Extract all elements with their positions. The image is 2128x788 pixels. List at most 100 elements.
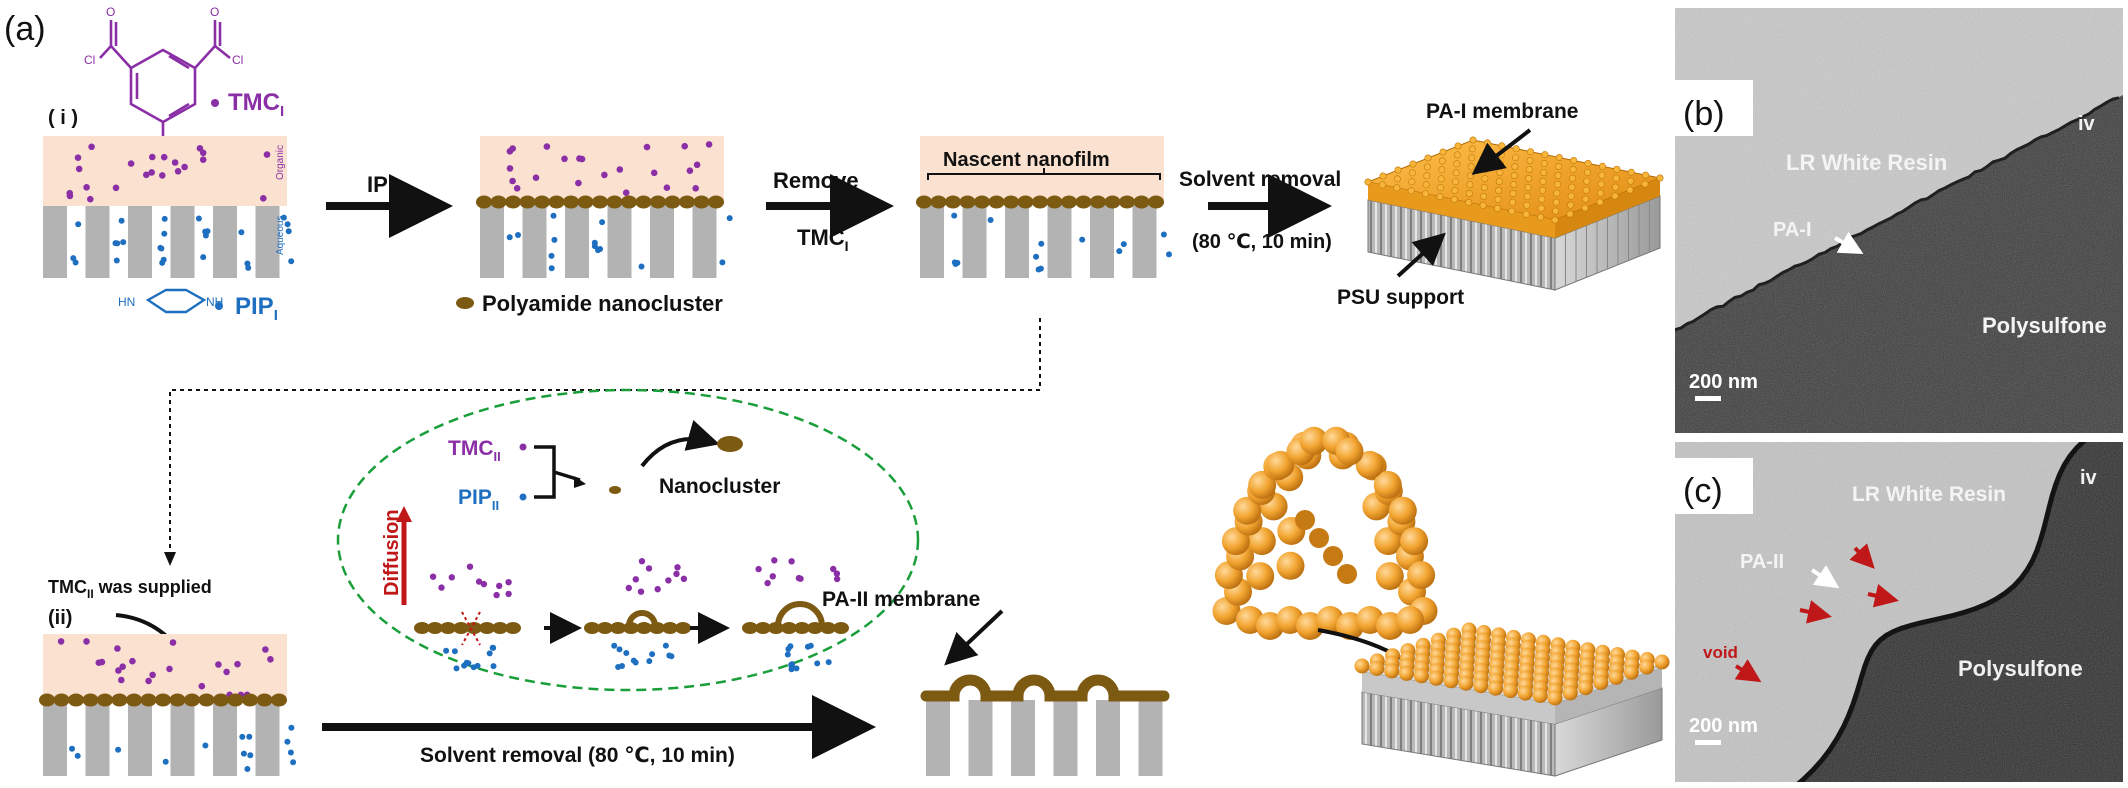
tmc-molecule-dot xyxy=(119,663,126,670)
polyamide-sphere xyxy=(1654,654,1670,670)
support-pillar xyxy=(607,204,632,278)
pip-molecule-dot xyxy=(74,752,81,759)
panel-b-support-label: Polysulfone xyxy=(1982,313,2107,338)
tmc-molecule-dot xyxy=(795,574,803,582)
polyamide-dot xyxy=(1483,139,1491,147)
polyamide-dot xyxy=(1539,186,1547,194)
polyamide-dot xyxy=(1364,178,1372,186)
tmc-legend-dot xyxy=(211,99,219,107)
organic-phase xyxy=(43,136,287,206)
support-pillar xyxy=(1053,700,1078,776)
polyamide-sphere xyxy=(1639,659,1655,675)
panel-c-layer-label: PA-II xyxy=(1740,551,1784,573)
panel-b-label-box xyxy=(1675,80,1753,136)
polyamide-dot xyxy=(1555,154,1563,162)
nascent-nanofilm-label: Nascent nanofilm xyxy=(943,149,1110,171)
polyamide-nanocluster xyxy=(534,195,550,209)
dashed-connector xyxy=(169,318,1041,555)
support-pillar xyxy=(920,204,944,278)
polyamide-dot xyxy=(1394,166,1402,174)
polyamide-dot xyxy=(1524,183,1532,191)
pip-amine-1: HN xyxy=(118,295,135,309)
polyamide-nanocluster xyxy=(140,693,157,707)
growth-arrow xyxy=(640,420,720,468)
polyamide-sphere xyxy=(1373,470,1402,499)
panel-c-void-label: void xyxy=(1703,643,1738,662)
polyamide-nanocluster xyxy=(1017,195,1034,209)
nanocluster-legend-icon xyxy=(456,297,474,309)
polyamide-dot xyxy=(1423,163,1431,171)
polyamide-nanocluster xyxy=(755,622,771,634)
pip-molecule-dot xyxy=(599,219,606,226)
polyamide-sphere xyxy=(1578,680,1594,696)
polyamide-dot xyxy=(1439,148,1447,156)
support-pillar xyxy=(85,206,110,278)
pip-molecule-dot xyxy=(649,651,656,658)
tmc-molecule-dot xyxy=(788,558,795,565)
tmc-molecule-dot xyxy=(645,565,653,572)
polyamide-dot xyxy=(1599,162,1607,170)
support-pillar xyxy=(1047,204,1072,278)
tmc-molecule-dot xyxy=(493,591,500,599)
large-nanocluster-icon xyxy=(717,436,743,452)
support-pillar xyxy=(128,702,152,776)
polyamide-dot xyxy=(1468,154,1476,162)
polyamide-sphere xyxy=(1233,496,1262,525)
pip-molecule-dot xyxy=(463,659,470,666)
pip-molecule-dot xyxy=(240,750,247,757)
polyamide-dot xyxy=(1407,187,1415,195)
tmc-molecule-dot xyxy=(830,565,837,573)
polyamide-dot xyxy=(1450,196,1458,204)
tmc-molecule-dot xyxy=(496,582,503,590)
tmc-molecule-dot xyxy=(199,156,207,163)
polyamide-nanocluster xyxy=(675,622,691,634)
support-pillar xyxy=(1138,700,1163,776)
pip-molecule-dot xyxy=(726,215,733,222)
polyamide-dot xyxy=(1611,192,1619,200)
tmc-molecule-dot xyxy=(622,189,630,196)
tmc-molecule-dot xyxy=(681,142,688,150)
tmc-molecule-dot xyxy=(505,590,512,598)
pip-molecule-dot xyxy=(951,212,958,219)
bottom-solvent-label: Solvent removal (80 ℃, 10 min) xyxy=(420,744,735,767)
tmc-molecule-dot xyxy=(680,575,688,582)
polyamide-dot xyxy=(1479,201,1487,209)
polyamide-sphere xyxy=(1623,664,1639,680)
panel-c-resin-label: LR White Resin xyxy=(1852,483,2006,506)
polyamide-dot xyxy=(1436,193,1444,201)
inner-sphere xyxy=(1337,564,1357,584)
pip-molecule-dot xyxy=(285,228,292,235)
polyamide-dot xyxy=(1467,163,1475,171)
polyamide-nanocluster xyxy=(742,622,758,634)
polyamide-nanocluster xyxy=(198,693,215,707)
polyamide-nanocluster xyxy=(1119,195,1135,209)
polyamide-dot xyxy=(1495,178,1503,186)
tmc-molecule-dot xyxy=(616,166,624,173)
polyamide-dot xyxy=(1598,171,1606,179)
polyamide-dot xyxy=(1582,186,1590,194)
polyamide-nanocluster xyxy=(82,693,99,707)
pip-molecule-dot xyxy=(195,215,202,222)
pip-molecule-dot xyxy=(814,660,821,667)
polyamide-dot xyxy=(1481,175,1489,183)
step-i-label: ( i ) xyxy=(48,107,78,129)
pip-ii-dot xyxy=(519,493,527,501)
tmc-molecule-dot xyxy=(438,584,445,591)
polyamide-dot xyxy=(1409,160,1417,168)
pip-molecule-dot xyxy=(115,746,122,753)
polyamide-dot xyxy=(1539,177,1547,185)
polyamide-dot xyxy=(1537,213,1545,221)
support-pillar xyxy=(213,702,237,776)
pip-molecule-dot xyxy=(987,217,994,223)
polyamide-dot xyxy=(1510,181,1518,189)
polyamide-dot xyxy=(1567,192,1575,200)
polyamide-nanocluster xyxy=(650,195,666,209)
tmc-molecule-dot xyxy=(267,656,274,663)
module-second-ip xyxy=(39,634,297,776)
polyamide-dot xyxy=(1612,174,1620,182)
tmc-molecule-dot xyxy=(601,171,608,179)
polyamide-dot xyxy=(1466,181,1474,189)
tmc-chlorine-2: Cl xyxy=(232,53,243,67)
polyamide-nanocluster xyxy=(1090,195,1106,209)
polyamide-nanocluster xyxy=(621,195,637,209)
